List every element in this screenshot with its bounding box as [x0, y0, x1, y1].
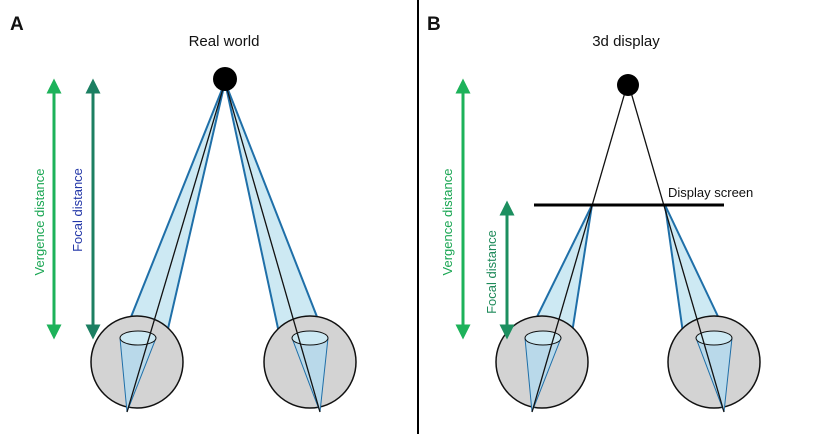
panel-b-letter: B [427, 14, 441, 35]
panel-a: A Real world Vergence distance [10, 14, 357, 413]
panel-b-title: 3d display [592, 33, 660, 50]
left-eye [90, 315, 184, 413]
display-screen-label: Display screen [668, 185, 753, 200]
object-point [213, 67, 237, 91]
right-eye [667, 315, 761, 413]
vergence-label: Vergence distance [32, 169, 47, 276]
right-eye [263, 315, 357, 413]
focal-label: Focal distance [70, 168, 85, 252]
panel-b: B 3d display Display screen [427, 14, 761, 413]
object-point [617, 74, 639, 96]
left-eye [495, 315, 589, 413]
line-of-sight-right [224, 81, 321, 413]
panel-a-letter: A [10, 14, 24, 35]
focal-label: Focal distance [484, 230, 499, 314]
line-of-sight-left [126, 81, 226, 413]
line-of-sight-left [531, 81, 629, 413]
vergence-label: Vergence distance [440, 169, 455, 276]
line-of-sight-right [627, 81, 725, 413]
panel-a-title: Real world [189, 33, 260, 50]
